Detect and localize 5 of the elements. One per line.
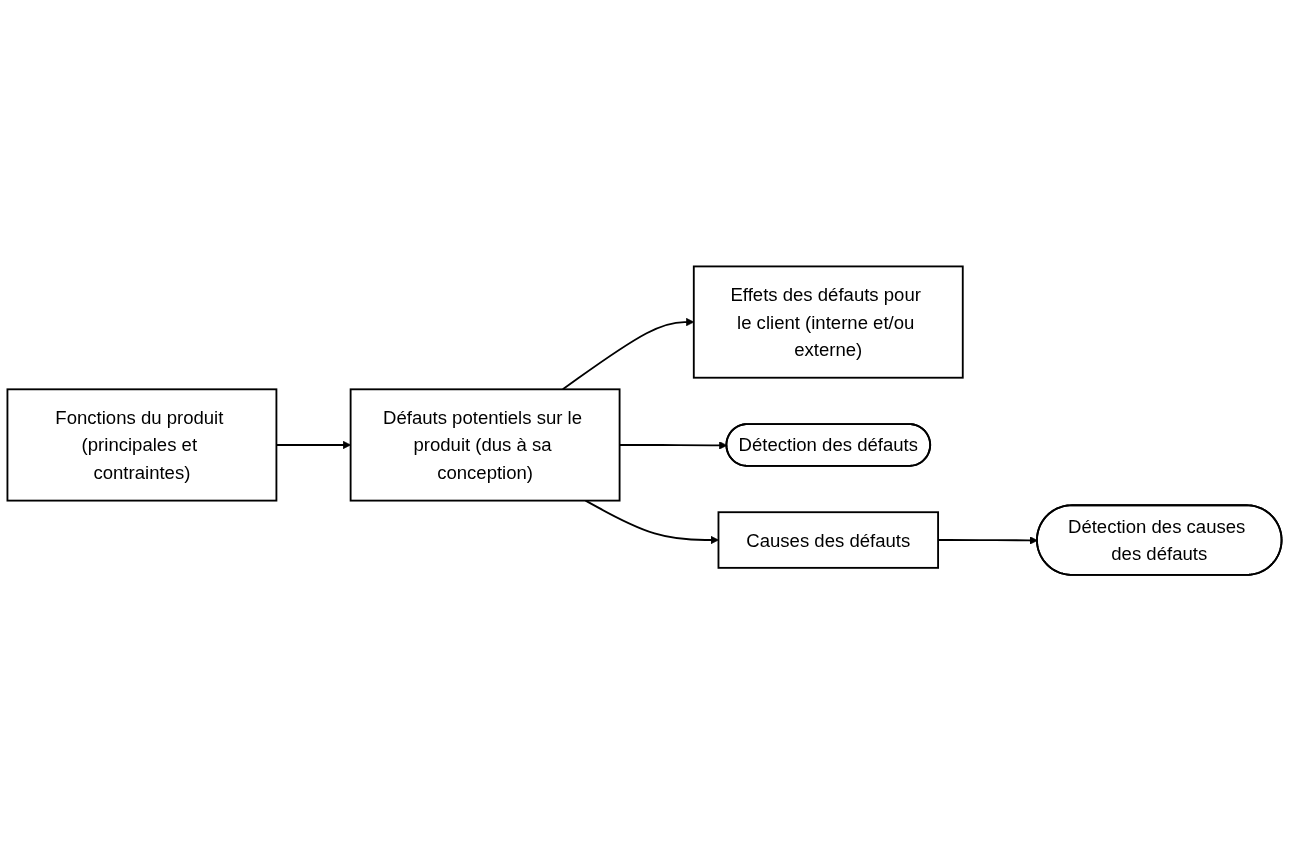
node-box: Causes des défauts xyxy=(717,511,939,569)
node-box: Effets des défauts pour le client (interne et/ou externe) xyxy=(692,265,964,379)
node-box: Fonctions du produit (principales et contraintes) xyxy=(6,388,278,502)
arrow xyxy=(584,499,719,544)
node-box: Défauts potentiels sur le produit (dus à sa conception) xyxy=(349,388,621,502)
